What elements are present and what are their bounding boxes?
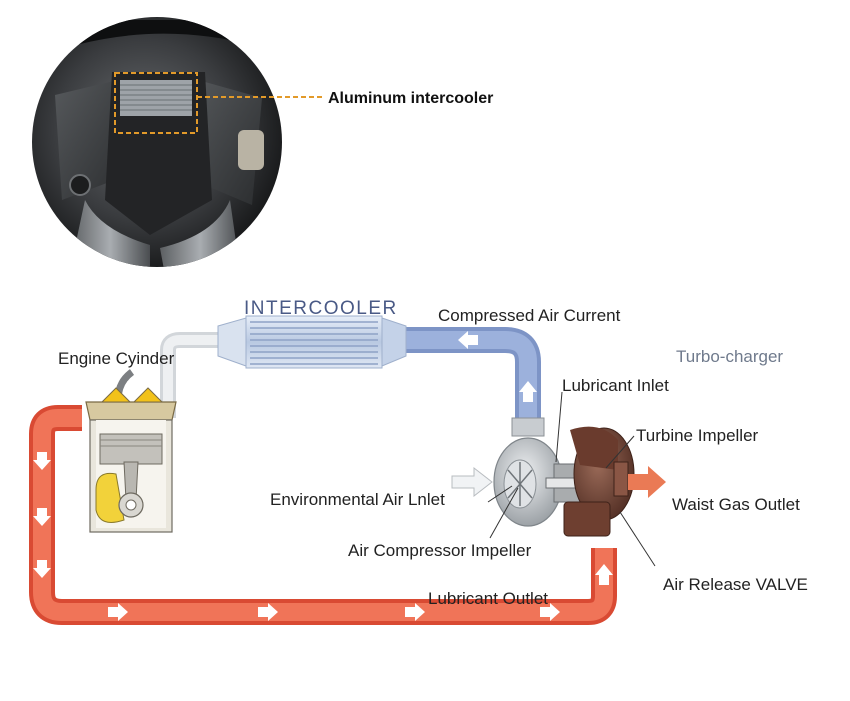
intercooler-unit: [217, 315, 407, 369]
lubricant-inlet-label: Lubricant Inlet: [562, 376, 669, 395]
flow-arrow: [540, 603, 560, 621]
engine-bay-photo: [32, 17, 322, 267]
aluminum-intercooler-callout: Aluminum intercooler: [328, 90, 493, 107]
turbine-impeller-label: Turbine Impeller: [636, 426, 759, 445]
air-compressor-impeller-label: Air Compressor Impeller: [348, 541, 532, 560]
compressed-air-pipe: [160, 327, 541, 420]
flow-arrow: [108, 603, 128, 621]
flow-arrow: [33, 560, 51, 578]
turbocharger-unit: [451, 417, 666, 537]
intercooler-title: INTERCOOLER: [244, 298, 398, 319]
flow-arrow: [405, 603, 425, 621]
lubricant-hot-pipe: [29, 405, 617, 625]
intercooler-highlight-box: [114, 72, 198, 134]
hot-flow-arrows: [33, 452, 613, 621]
flow-arrow: [33, 508, 51, 526]
compressed-air-current-label: Compressed Air Current: [438, 306, 621, 325]
environmental-air-arrow: [451, 466, 493, 498]
environmental-air-inlet-label: Environmental Air Lnlet: [270, 490, 445, 509]
waste-gas-outlet-label: Waist Gas Outlet: [672, 495, 800, 514]
waste-gas-arrow: [628, 466, 666, 498]
air-release-valve-label: Air Release VALVE: [663, 575, 808, 594]
flow-arrow: [258, 603, 278, 621]
flow-arrow: [33, 452, 51, 470]
flow-arrow: [595, 564, 613, 585]
leader-lines: [487, 391, 656, 567]
engine-cylinder: [85, 369, 177, 533]
cold-flow-arrows: [458, 331, 537, 402]
turbocharger-title: Turbo-charger: [676, 347, 783, 366]
lubricant-outlet-label: Lubricant Outlet: [428, 589, 548, 608]
flow-arrow: [519, 381, 537, 402]
engine-cylinder-label: Engine Cyinder: [58, 349, 175, 368]
flow-arrow: [458, 331, 478, 349]
